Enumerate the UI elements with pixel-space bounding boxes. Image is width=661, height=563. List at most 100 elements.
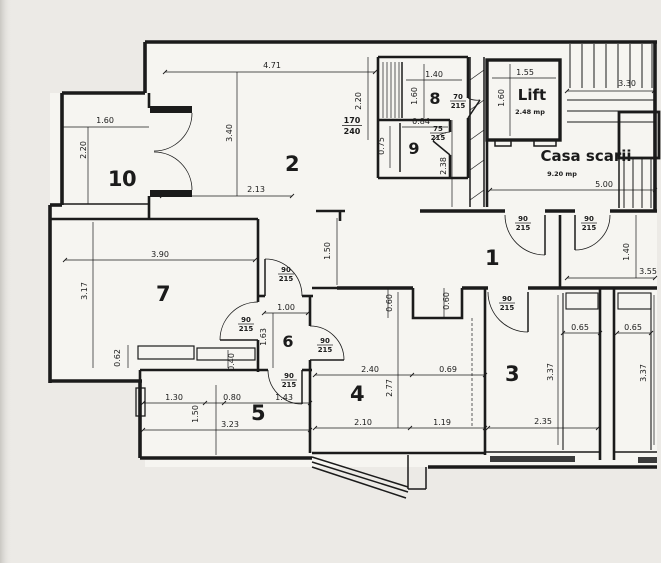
dim-room10-width: 1.60 [96, 116, 114, 125]
dim-room5-height: 1.50 [191, 405, 200, 423]
dim-room3-closet: 0.65 [571, 323, 589, 332]
dim-right-room-closet: 0.65 [624, 323, 642, 332]
dim-room10-height: 2.20 [79, 141, 88, 159]
svg-text:90: 90 [518, 215, 528, 223]
svg-text:215: 215 [431, 134, 446, 142]
room-3-number: 3 [505, 362, 519, 386]
svg-text:215: 215 [279, 275, 294, 283]
door-label-room6-room4: 90 215 [317, 337, 333, 354]
dim-right-room-height: 3.37 [639, 364, 648, 382]
svg-text:215: 215 [282, 381, 297, 389]
staircase-label: Casa scarii [540, 147, 631, 165]
svg-text:215: 215 [582, 224, 597, 232]
door-room9 [432, 131, 451, 156]
svg-text:70: 70 [453, 93, 463, 101]
dim-vestibule-height: 1.40 [622, 243, 631, 261]
room-9-number: 9 [408, 139, 419, 158]
room-2-number: 2 [285, 152, 299, 176]
room-6-number: 6 [282, 332, 293, 351]
svg-text:75: 75 [433, 125, 443, 133]
door-label-room1-room3: 90 215 [499, 295, 515, 312]
svg-text:215: 215 [500, 304, 515, 312]
fixtures [135, 292, 657, 499]
dim-room8-width: 1.40 [425, 70, 443, 79]
dim-room5-width: 3.23 [221, 420, 239, 429]
dim-room9-width: 0.84 [412, 117, 430, 126]
svg-text:240: 240 [344, 127, 361, 136]
lift-area: 2.48 mp [515, 108, 545, 116]
door-label-stair-room1: 90 215 [515, 215, 531, 232]
door-label-room9: 75 215 [430, 125, 446, 142]
dim-room8-height: 1.60 [410, 87, 419, 105]
svg-text:90: 90 [584, 215, 594, 223]
dimension-lines [62, 57, 658, 455]
room-8-number: 8 [429, 89, 440, 108]
svg-text:90: 90 [241, 316, 251, 324]
door-room1-room3 [487, 291, 529, 333]
staircase-area: 9.20 mp [547, 170, 577, 178]
walls [48, 40, 657, 469]
door-label-stair-vestibule: 90 215 [581, 215, 597, 232]
dim-room3-height: 3.37 [546, 363, 555, 381]
svg-text:90: 90 [284, 372, 294, 380]
balcony [311, 455, 427, 499]
dim-room7-height: 3.17 [80, 282, 89, 300]
dim-room5-d1: 1.30 [165, 393, 183, 402]
room-4-number: 4 [350, 382, 364, 406]
door-room6-room4 [309, 325, 345, 361]
dim-room2-height: 3.40 [225, 124, 234, 142]
room-5-number: 5 [251, 401, 265, 425]
svg-text:170: 170 [344, 116, 361, 125]
dim-room3-width: 2.35 [534, 417, 552, 426]
dim-room5-d2: 0.80 [223, 393, 241, 402]
door-label-double: 170 240 [342, 116, 362, 136]
dim-room2-opening: 1.50 [323, 242, 332, 260]
dim-room6-height: 1.63 [259, 328, 268, 346]
door-room6-room7 [219, 301, 259, 341]
window-right-room [638, 457, 657, 463]
dim-niche-d1: 0.60 [385, 294, 394, 312]
wardrobe-room3 [565, 292, 599, 310]
dim-lift-width: 1.55 [516, 68, 534, 77]
staircase-treads [567, 44, 661, 208]
dim-room5-d3: 1.43 [275, 393, 293, 402]
room-10-number: 10 [108, 167, 136, 191]
doors [150, 97, 611, 405]
room-7-number: 7 [156, 282, 170, 306]
door-label-room6-room7: 90 215 [238, 316, 254, 333]
door-label-room8: 70 215 [450, 93, 466, 110]
counter-1 [137, 345, 195, 360]
room-1-number: 1 [485, 246, 499, 270]
labels: 1 2 3 4 5 6 7 8 9 10 Lift 2.48 mp Casa s… [79, 61, 657, 429]
window-room3 [490, 456, 575, 462]
dim-stair-flight: 3.30 [618, 79, 636, 88]
dim-room2-shaft-height: 2.20 [354, 92, 363, 110]
dim-lift-height: 1.60 [497, 89, 506, 107]
dim-room2-passage-height: 2.38 [439, 157, 448, 175]
svg-text:215: 215 [239, 325, 254, 333]
svg-text:90: 90 [281, 266, 291, 274]
svg-text:215: 215 [516, 224, 531, 232]
dim-room6-width: 1.00 [277, 303, 295, 312]
dim-vestibule-width: 3.55 [639, 267, 657, 276]
dim-stair-width: 5.00 [595, 180, 613, 189]
door-stair-vestibule [574, 214, 611, 251]
double-door [150, 106, 193, 197]
dim-room4-b1: 2.10 [354, 418, 372, 427]
dim-nook: 0.40 [227, 353, 236, 371]
dim-room9-height: 0.75 [377, 137, 386, 155]
door-label-room6-room5: 90 215 [281, 372, 297, 389]
svg-text:90: 90 [320, 337, 330, 345]
svg-text:215: 215 [451, 102, 466, 110]
dim-room4-b2: 1.19 [433, 418, 451, 427]
dim-room4-w1: 2.40 [361, 365, 379, 374]
svg-text:215: 215 [318, 346, 333, 354]
door-label-corridor-room6: 90 215 [278, 266, 294, 283]
dim-room4-height: 2.77 [385, 379, 394, 397]
svg-text:90: 90 [502, 295, 512, 303]
door-corridor-room6 [264, 258, 303, 297]
dim-room4-w2: 0.69 [439, 365, 457, 374]
